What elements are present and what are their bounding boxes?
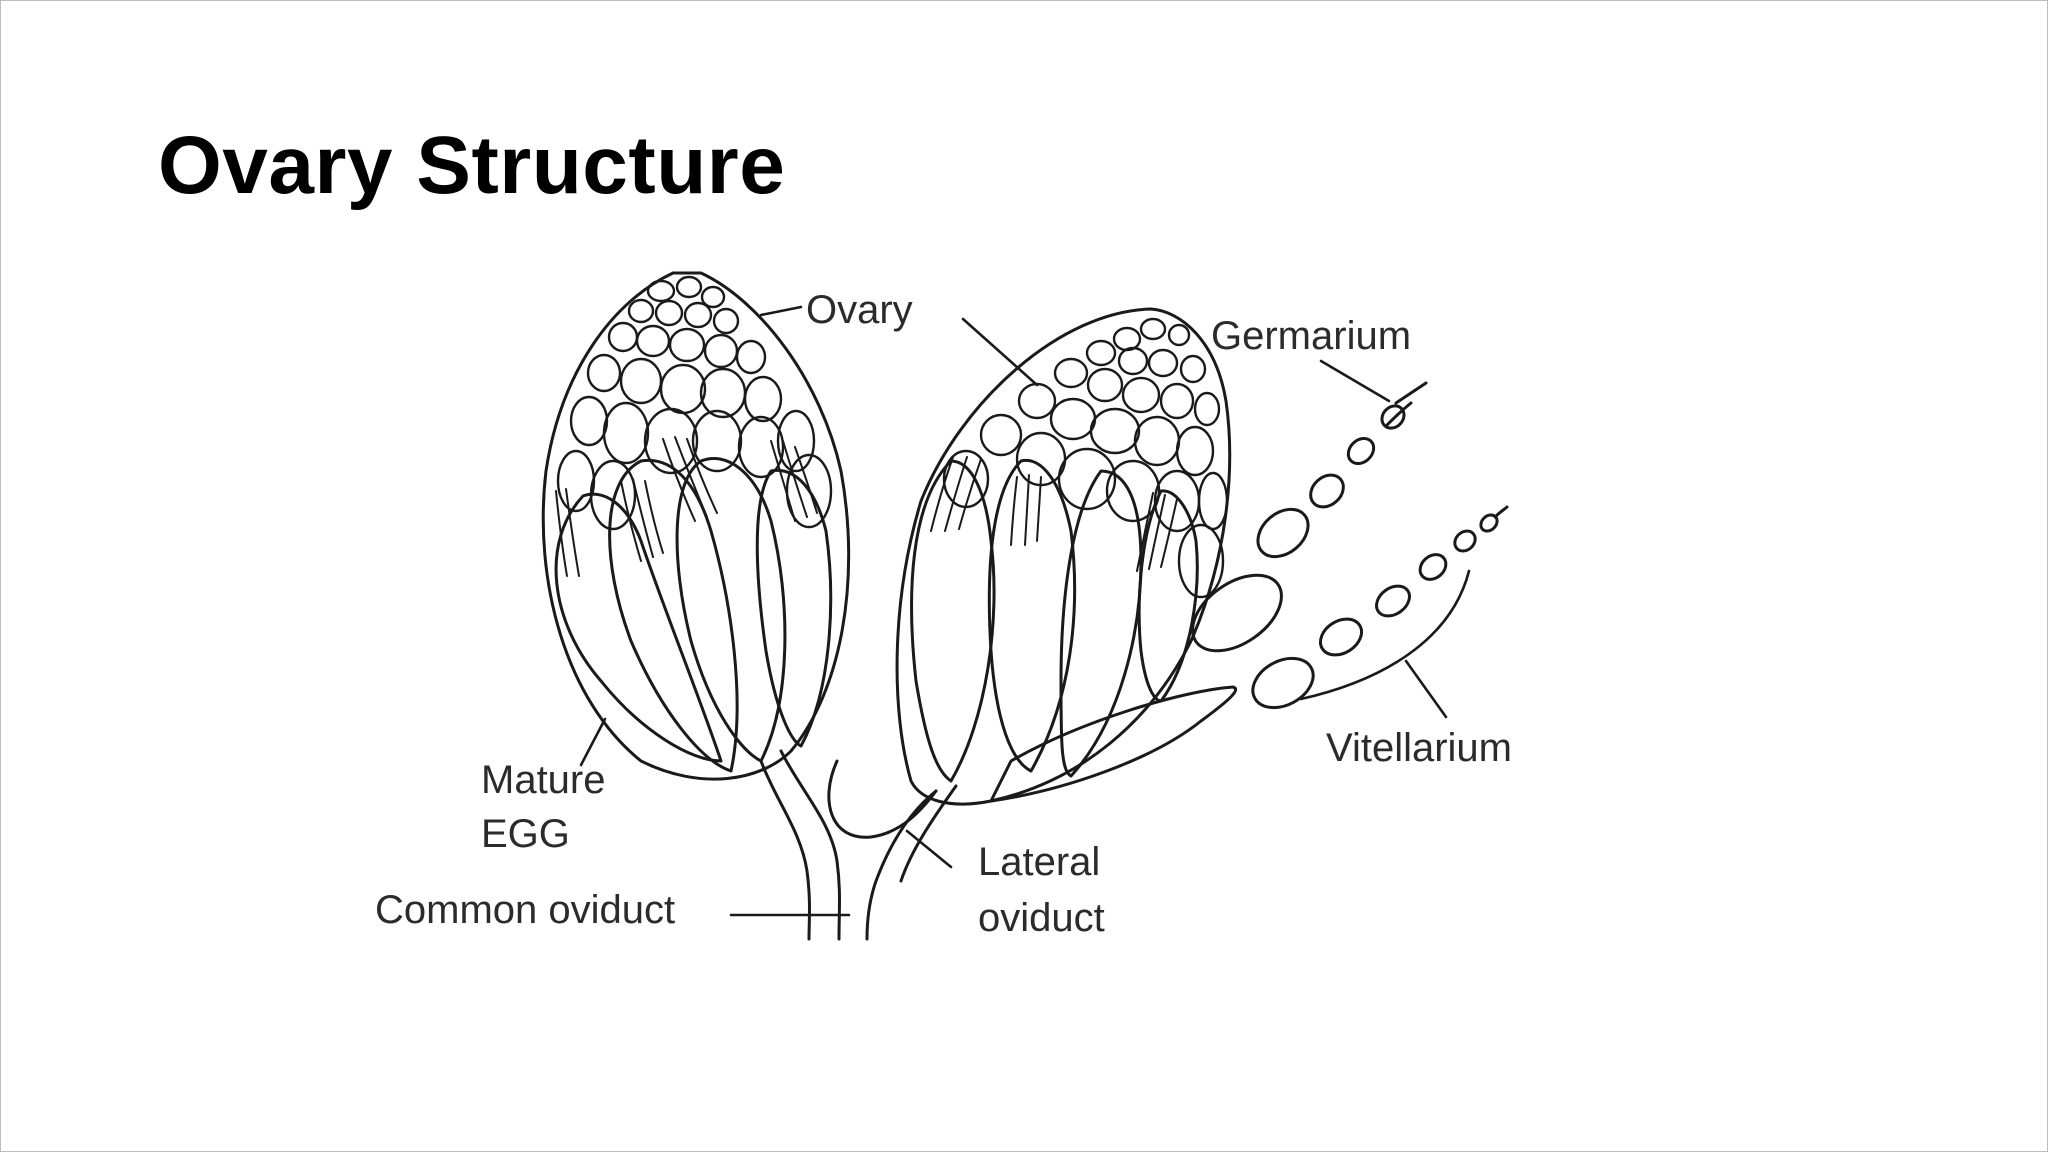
label-vitellarium: Vitellarium [1326, 726, 1512, 770]
label-lateral-line2: oviduct [978, 896, 1105, 940]
slide-title: Ovary Structure [158, 120, 786, 211]
label-ovary: Ovary [806, 288, 913, 332]
label-mature-line2: EGG [481, 812, 570, 856]
label-mature-line1: Mature [481, 758, 606, 802]
upper-filament [1191, 381, 1428, 653]
label-common-oviduct: Common oviduct [375, 888, 675, 932]
lower-filament [989, 505, 1509, 803]
leader-lines [579, 305, 1448, 917]
label-lateral-line1: Lateral [978, 840, 1100, 884]
label-germarium: Germarium [1211, 314, 1411, 358]
left-ovariole [541, 271, 851, 941]
